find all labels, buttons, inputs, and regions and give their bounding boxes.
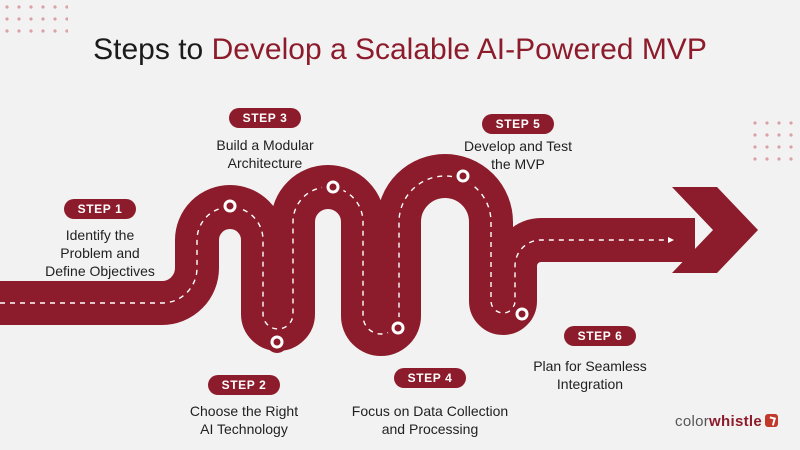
step-1-text-line: Identify the — [5, 226, 195, 244]
step-4-description: Focus on Data Collection and Processing — [330, 402, 530, 438]
step-4-marker-icon — [387, 317, 409, 339]
step-3-badge: STEP 3 — [229, 108, 301, 128]
step-1-description: Identify the Problem and Define Objectiv… — [5, 226, 195, 280]
step-6-description: Plan for Seamless Integration — [495, 357, 685, 393]
step-3-marker-icon — [322, 176, 344, 198]
step-1-text-line: Define Objectives — [5, 262, 195, 280]
step-2-text-line: AI Technology — [149, 420, 339, 438]
step-3-text-line: Build a Modular — [170, 136, 360, 154]
step-6-marker-icon — [511, 303, 533, 325]
step-4-text-line: and Processing — [330, 420, 530, 438]
brand-logo: colorwhistle — [675, 413, 778, 430]
step-1-text-line: Problem and — [5, 244, 195, 262]
step-2-text-line: Choose the Right — [149, 402, 339, 420]
step-4-badge: STEP 4 — [394, 368, 466, 388]
step-6-badge: STEP 6 — [564, 326, 636, 346]
brand-logo-part2: whistle — [709, 413, 762, 430]
step-3-description: Build a Modular Architecture — [170, 136, 360, 172]
step-6-text-line: Plan for Seamless — [495, 357, 685, 375]
step-2-description: Choose the Right AI Technology — [149, 402, 339, 438]
brand-logo-part1: color — [675, 413, 709, 430]
step-1-badge: STEP 1 — [64, 199, 136, 219]
step-5-description: Develop and Test the MVP — [423, 137, 613, 173]
step-3-text-line: Architecture — [170, 154, 360, 172]
step-5-text-line: Develop and Test — [423, 137, 613, 155]
step-2-marker-icon — [266, 331, 288, 353]
step-6-text-line: Integration — [495, 375, 685, 393]
step-1-marker-icon — [219, 195, 241, 217]
step-2-badge: STEP 2 — [208, 375, 280, 395]
step-5-badge: STEP 5 — [482, 114, 554, 134]
brand-check-icon — [765, 414, 778, 427]
step-5-text-line: the MVP — [423, 155, 613, 173]
step-4-text-line: Focus on Data Collection — [330, 402, 530, 420]
